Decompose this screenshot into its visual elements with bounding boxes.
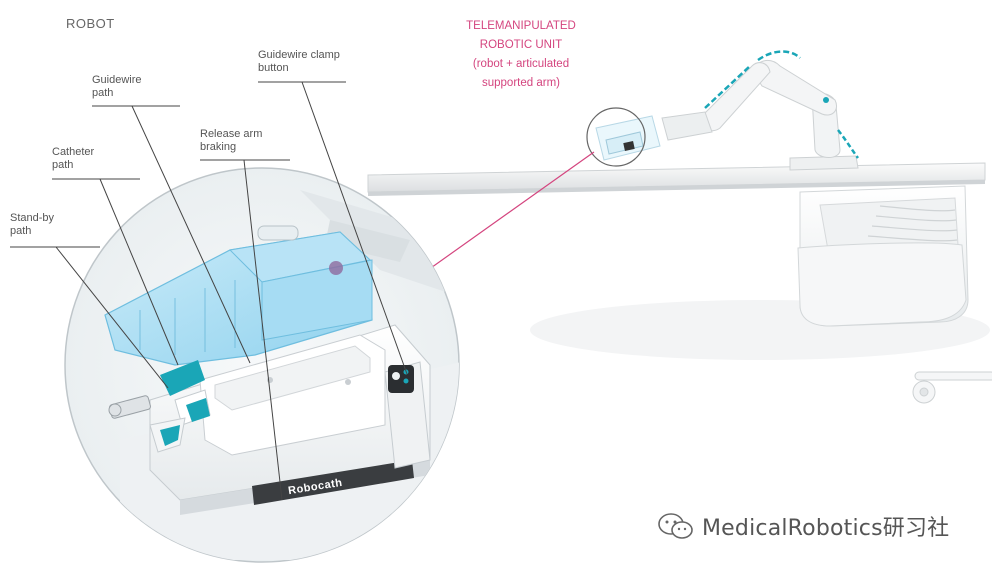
- section-title: ROBOT: [66, 16, 115, 31]
- label-guidewire-clamp-button: Guidewire clamp button: [258, 49, 340, 75]
- robot-on-arm: [595, 115, 661, 161]
- zoom-circle-content: [104, 190, 459, 560]
- tele-line-4: supported arm): [482, 77, 560, 89]
- label-line: Guidewire: [92, 74, 142, 86]
- wechat-icon: [658, 513, 693, 539]
- label-line: Release arm: [200, 128, 263, 140]
- label-line: path: [52, 159, 74, 171]
- caster-wheel: [912, 371, 992, 404]
- label-line: button: [258, 62, 289, 74]
- label-line: Catheter: [52, 146, 95, 158]
- label-release-arm-braking: Release arm braking: [200, 128, 262, 154]
- label-line: Guidewire clamp: [258, 49, 340, 61]
- label-line: path: [10, 225, 32, 237]
- telemanipulated-unit-label: TELEMANIPULATED ROBOTIC UNIT (robot + ar…: [440, 17, 602, 93]
- label-line: path: [92, 87, 114, 99]
- operating-table: [367, 162, 986, 327]
- watermark-text: MedicalRobotics研习社: [702, 516, 950, 541]
- tele-line-1: TELEMANIPULATED: [466, 20, 576, 32]
- label-standby-path: Stand-by path: [10, 212, 54, 238]
- tele-line-3: (robot + articulated: [472, 58, 570, 70]
- label-guidewire-path: Guidewire path: [92, 74, 142, 100]
- tele-line-2: ROBOTIC UNIT: [479, 39, 563, 51]
- leader-lines: [10, 81, 408, 501]
- articulated-arm: [661, 50, 860, 171]
- label-catheter-path: Catheter path: [52, 146, 94, 172]
- label-line: Stand-by: [10, 212, 55, 224]
- watermark: MedicalRobotics研习社: [656, 511, 949, 541]
- magnify-source-circle: [586, 107, 646, 167]
- zoom-connector-line: [427, 151, 595, 271]
- label-line: braking: [200, 141, 237, 153]
